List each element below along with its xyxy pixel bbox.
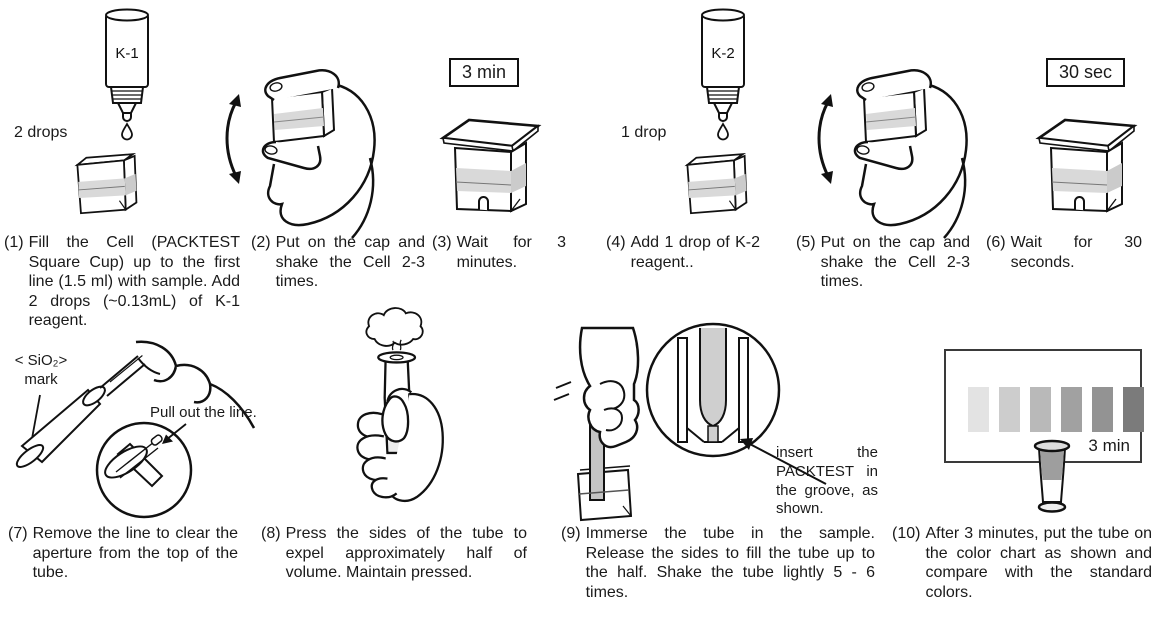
step-number: (6) bbox=[986, 234, 1006, 251]
k1-bottle-label: K-1 bbox=[115, 45, 138, 62]
step-text: Press the sides of the tube to expel app… bbox=[285, 525, 527, 582]
cup-notch bbox=[478, 196, 489, 211]
color-swatch-2 bbox=[999, 387, 1020, 432]
step-7: (7) Remove the line to clear the apertur… bbox=[8, 524, 238, 583]
two-drops-label: 2 drops bbox=[14, 124, 68, 141]
standard-color-swatches bbox=[968, 387, 1144, 432]
color-swatch-5 bbox=[1092, 387, 1113, 432]
drop-icon bbox=[121, 122, 133, 141]
color-swatch-6 bbox=[1123, 387, 1144, 432]
motion-marks bbox=[553, 381, 572, 401]
remove-line-illustration bbox=[15, 340, 256, 519]
step-number: (10) bbox=[892, 525, 921, 542]
k1-reagent-bottle-illustration: K-1 bbox=[105, 8, 149, 141]
tube-in-groove bbox=[699, 328, 727, 428]
gripping-hand bbox=[578, 326, 640, 449]
step-number: (3) bbox=[432, 234, 452, 251]
step-text: Remove the line to clear the aperture fr… bbox=[32, 525, 238, 582]
groove-detail-circle bbox=[645, 322, 781, 458]
index-finger bbox=[264, 69, 341, 102]
shake-arrow-icon bbox=[817, 94, 833, 184]
step-number: (9) bbox=[561, 525, 581, 542]
tube-on-chart-illustration bbox=[1033, 439, 1071, 513]
magnifier-circle bbox=[95, 421, 193, 519]
step-9: (9) Immerse the tube in the sample. Rele… bbox=[561, 524, 875, 602]
sio2-mark-line1: < SiO₂> bbox=[14, 352, 68, 369]
groove-note-arrow bbox=[740, 438, 827, 485]
index-finger bbox=[856, 69, 933, 102]
immerse-tube-illustration bbox=[553, 322, 827, 522]
hand-back bbox=[266, 82, 376, 227]
thumb bbox=[381, 395, 410, 443]
fingernail bbox=[861, 82, 875, 92]
step-text: Wait for 30 seconds. bbox=[1010, 234, 1142, 271]
step-number: (8) bbox=[261, 525, 281, 542]
drop-icon bbox=[717, 122, 729, 141]
step-3: (3) Wait for 3 minutes. bbox=[432, 233, 566, 272]
step-2: (2) Put on the cap and shake the Cell 2-… bbox=[251, 233, 425, 292]
step-text: Wait for 3 minutes. bbox=[456, 234, 566, 271]
step-8: (8) Press the sides of the tube to expel… bbox=[261, 524, 527, 583]
pull-line-arrow bbox=[162, 423, 187, 444]
shake-cell-illustration bbox=[817, 69, 968, 239]
insert-groove-note: insert the PACKTEST in the groove, as sh… bbox=[776, 444, 878, 518]
step-text: Add 1 drop of K-2 reagent.. bbox=[630, 234, 760, 271]
step-5: (5) Put on the cap and shake the Cell 2-… bbox=[796, 233, 970, 292]
step-text: Put on the cap and shake the Cell 2-3 ti… bbox=[820, 234, 970, 291]
step-number: (5) bbox=[796, 234, 816, 251]
step-number: (1) bbox=[4, 234, 24, 251]
step-10: (10) After 3 minutes, put the tube on th… bbox=[892, 524, 1152, 602]
shake-cell-illustration bbox=[225, 69, 376, 239]
step-text: Immerse the tube in the sample. Release … bbox=[585, 525, 875, 601]
step-text: After 3 minutes, put the tube on the col… bbox=[925, 525, 1152, 601]
step-6: (6) Wait for 30 seconds. bbox=[986, 233, 1142, 272]
k2-reagent-bottle-illustration: K-2 bbox=[701, 8, 745, 141]
press-tube-illustration bbox=[356, 307, 444, 502]
puff-cloud-icon bbox=[365, 307, 424, 347]
fingernail bbox=[269, 82, 283, 92]
shake-arrow-icon bbox=[225, 94, 241, 184]
step-text: Fill the Cell (PACKTEST Square Cup) up t… bbox=[28, 234, 240, 330]
cup-liquid bbox=[1052, 168, 1107, 193]
hand-back bbox=[858, 82, 968, 227]
fist bbox=[356, 387, 444, 502]
dropper-bottle-icon: K-2 bbox=[701, 8, 745, 122]
cup-notch bbox=[1074, 196, 1085, 211]
color-swatch-3 bbox=[1030, 387, 1051, 432]
step-text: Put on the cap and shake the Cell 2-3 ti… bbox=[275, 234, 425, 291]
step-1: (1) Fill the Cell (PACKTEST Square Cup) … bbox=[4, 233, 240, 331]
chart-time-label: 3 min bbox=[1088, 436, 1130, 455]
pull-tab bbox=[150, 434, 163, 446]
step-number: (4) bbox=[606, 234, 626, 251]
color-swatch-4 bbox=[1061, 387, 1082, 432]
square-cup-open-illustration bbox=[684, 153, 748, 215]
square-cup-open-illustration bbox=[74, 153, 138, 215]
color-swatch-1 bbox=[968, 387, 989, 432]
packtest-tube-icon bbox=[15, 345, 155, 468]
wait-time-badge-30sec: 30 sec bbox=[1046, 58, 1126, 87]
k2-bottle-label: K-2 bbox=[711, 45, 734, 62]
capped-cup-waiting-illustration bbox=[439, 118, 542, 213]
step-4: (4) Add 1 drop of K-2 reagent.. bbox=[606, 233, 760, 272]
pinching-hand bbox=[135, 340, 256, 429]
capped-cup-waiting-illustration bbox=[1035, 118, 1138, 213]
cup-liquid bbox=[456, 168, 511, 193]
one-drop-label: 1 drop bbox=[621, 124, 667, 141]
tube-sample-color bbox=[1040, 450, 1064, 480]
sio2-mark-line2: mark bbox=[24, 370, 58, 388]
step-number: (7) bbox=[8, 525, 28, 542]
thumb bbox=[261, 140, 322, 171]
wait-time-badge-3min: 3 min bbox=[449, 58, 520, 87]
dropper-bottle-icon: K-1 bbox=[105, 8, 149, 122]
thumb bbox=[853, 140, 914, 171]
sio2-mark-label: < SiO₂> mark bbox=[2, 352, 80, 390]
step-number: (2) bbox=[251, 234, 271, 251]
pull-out-line-label: Pull out the line. bbox=[150, 404, 257, 421]
